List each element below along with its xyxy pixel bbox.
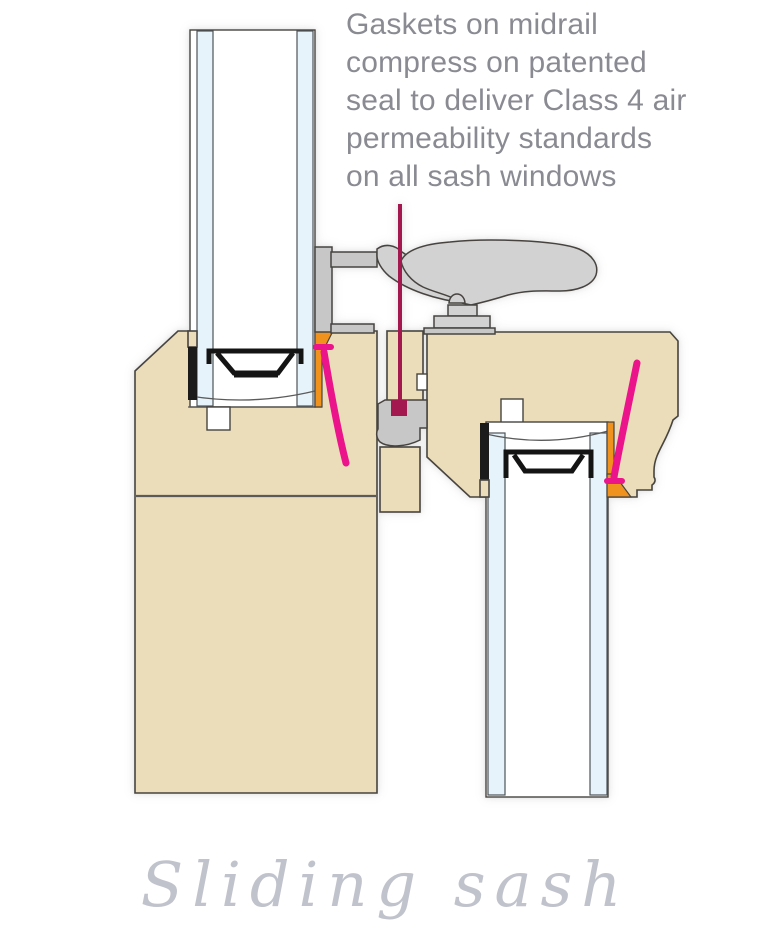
upper-drip-groove: [206, 406, 231, 431]
lower-glass-pane-outer: [487, 432, 506, 796]
midrail-seal-carrier: [375, 399, 428, 447]
upper-glazing-bead: [187, 330, 198, 348]
upper-glazing-unit: [187, 29, 334, 431]
annotation-line: on all sash windows: [346, 160, 617, 193]
lock-pedestal-neck: [447, 304, 478, 317]
midrail-compression-gasket: [391, 400, 407, 416]
lower-glass-pane-inner: [589, 432, 608, 796]
lock-pedestal-body: [433, 315, 491, 329]
lock-pedestal-base: [423, 327, 496, 335]
upper-sash-timber: [134, 330, 424, 794]
upper-spacer-bar: [206, 348, 304, 378]
caption-sliding-sash: Sliding sash: [140, 848, 631, 921]
lower-sealant-curve: [485, 430, 609, 441]
upper-glass-pane-outer: [196, 30, 214, 407]
lock-lever-knob: [448, 293, 466, 304]
lower-spacer-bar: [503, 449, 594, 478]
lock-keep-bar: [314, 246, 333, 333]
annotation-line: seal to deliver Class 4 air: [346, 84, 687, 117]
upper-glazing-gasket: [188, 347, 197, 400]
lower-glazing-gasket: [480, 423, 489, 480]
upper-sash-bottom-rail: [134, 330, 378, 794]
annotation-line: permeability standards: [346, 122, 653, 155]
lower-glazing-rebate: [485, 421, 609, 798]
lock-lever-handle: [400, 239, 598, 306]
left-arrow-arc: [320, 348, 350, 467]
annotation-text-block: Gaskets on midrail compress on patented …: [346, 6, 687, 196]
upper-glass-pane-inner: [296, 30, 314, 407]
lock-keep-arm: [330, 251, 378, 268]
right-arrow-arc: [610, 359, 641, 481]
midrail-upstand: [386, 330, 424, 403]
gasket-leader: [391, 204, 407, 416]
lock-keep-plate: [330, 323, 375, 334]
lower-sash-notch: [500, 398, 524, 424]
upper-sash-tongue: [379, 446, 421, 513]
annotation-line: compress on patented: [346, 46, 647, 79]
lower-sash-edge-notch: [416, 373, 428, 391]
leader-line: [398, 204, 402, 404]
compression-arrows: [313, 344, 641, 484]
annotation-line: Gaskets on midrail: [346, 8, 599, 41]
upper-sealant-curve: [189, 390, 316, 401]
lower-glazing-bead: [479, 479, 490, 498]
